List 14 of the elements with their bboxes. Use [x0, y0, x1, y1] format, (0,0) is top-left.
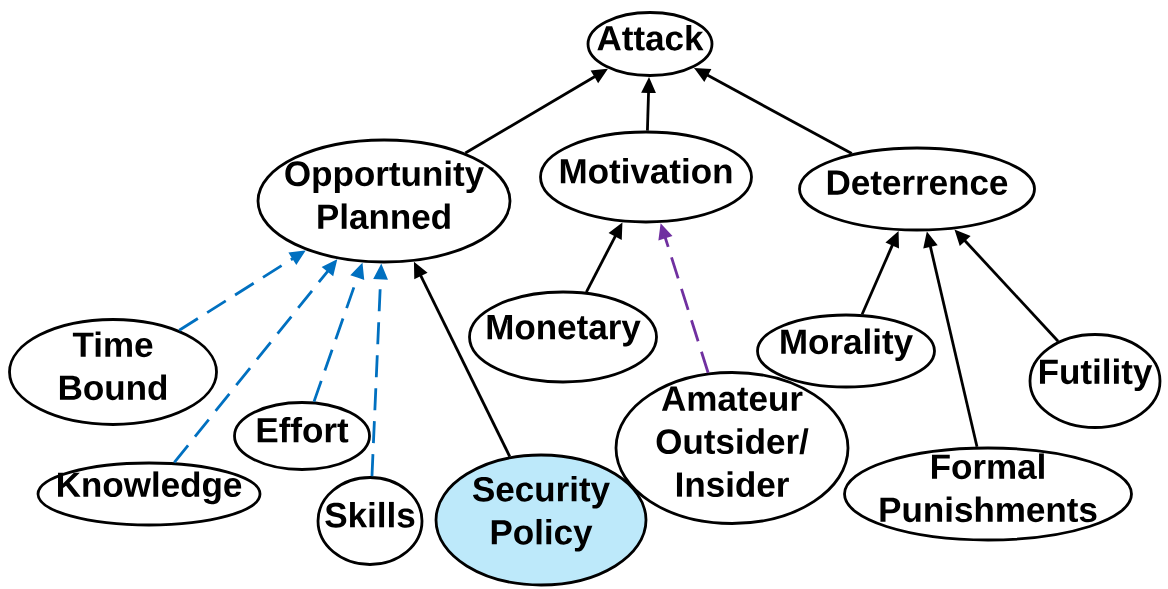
ellipse-node: Opportunity Planned	[256, 138, 512, 264]
ellipse-node: Motivation	[539, 130, 753, 224]
ellipse-node: Morality	[756, 313, 936, 389]
ellipse-node: Monetary	[468, 290, 658, 384]
ellipse-node: Time Bound	[8, 318, 218, 426]
ellipse-node: Formal Punishments	[843, 446, 1133, 542]
ellipse-node: Attack	[586, 11, 714, 77]
ellipse-node: Skills	[316, 476, 424, 566]
ellipse-node: Effort	[233, 401, 371, 471]
ellipse-node: Security Policy	[434, 453, 648, 587]
ellipse-node: Knowledge	[36, 461, 262, 527]
ellipse-node: Deterrence	[798, 146, 1036, 232]
ellipse-node: Futility	[1028, 333, 1162, 429]
ellipse-node: Amateur Outsider/ Insider	[614, 371, 850, 525]
